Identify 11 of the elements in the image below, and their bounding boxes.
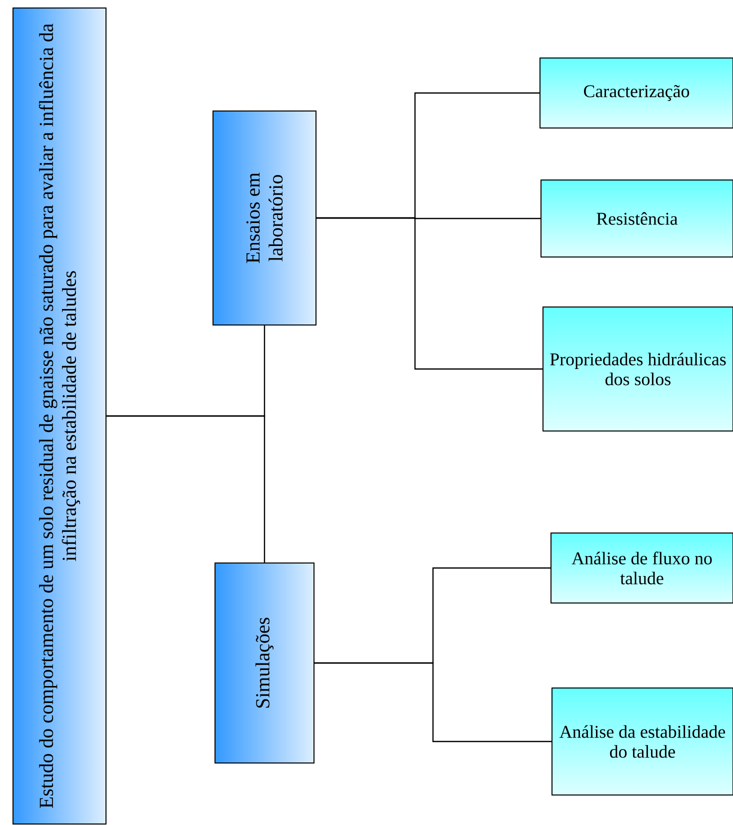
task-box: Caracterização	[540, 58, 733, 128]
task-box: Análise da estabilidade do talude	[552, 688, 733, 796]
connector	[106, 415, 266, 562]
connector	[316, 217, 542, 370]
task-box: Resistência	[540, 180, 733, 258]
title-box: Estudo do comportamento de um solo residual de gnaisse não saturado para avaliar a influência da infiltração na estabilidade de taludes	[12, 8, 106, 824]
task-box: Propriedades hidráulicas dos solos	[542, 306, 733, 432]
category-box: Ensaios em laboratório	[212, 110, 316, 326]
category-box: Simulações	[214, 562, 314, 764]
connector	[314, 662, 552, 742]
task-box: Análise de fluxo no talude	[550, 532, 733, 604]
